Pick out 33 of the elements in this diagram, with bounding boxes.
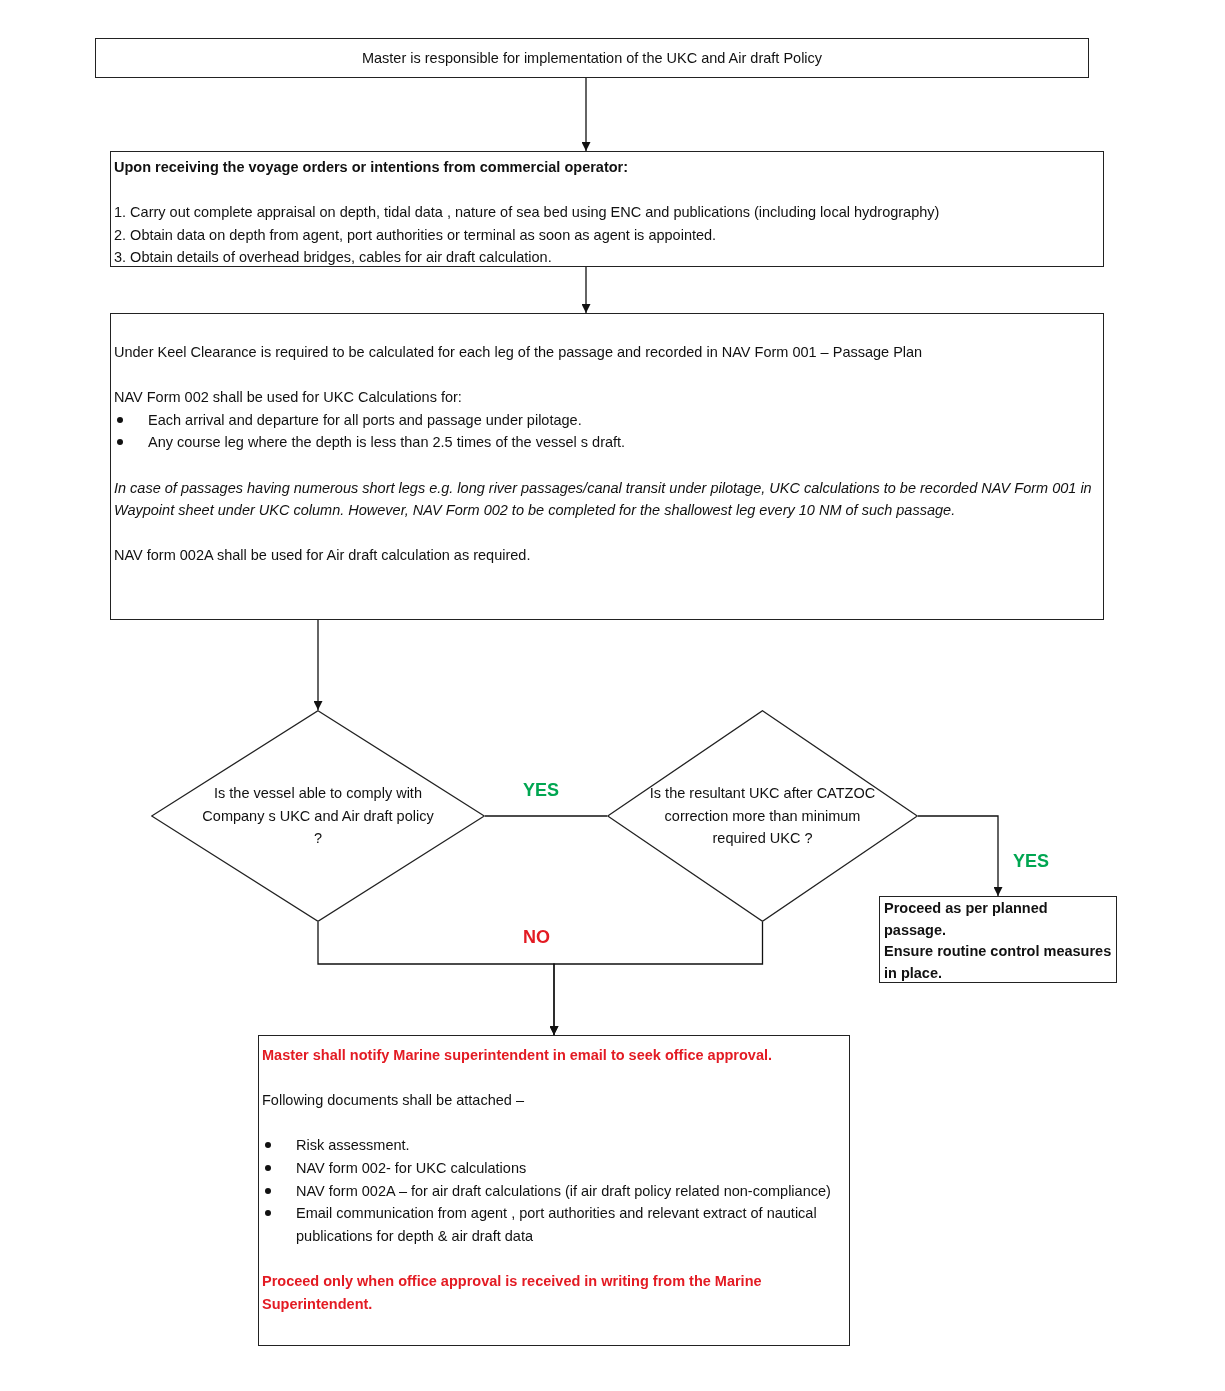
box-text: NAV form 002A shall be used for Air draft calculation as required. [114, 546, 532, 566]
box-text: 3. Obtain details of overhead bridges, cables for air draft calculation. [114, 248, 553, 268]
box-text: 1. Carry out complete appraisal on depth, tidal data , nature of sea bed using ENC and publications (including local hydrography) [114, 203, 941, 223]
box-text: Following documents shall be attached – [262, 1091, 525, 1111]
box-text: Proceed only when office approval is received in writing from the Marine Superintendent. [262, 1271, 763, 1314]
box-heading: Proceed as per planned passage. [884, 899, 1049, 940]
process-box [95, 38, 1089, 78]
connector-arrow [549, 921, 764, 1036]
box-text: NAV Form 002 shall be used for UKC Calculations for: [114, 388, 463, 408]
box-text: 2. Obtain data on depth from agent, port authorities or terminal as soon as agent is appointed. [114, 225, 718, 245]
process-box [110, 151, 1104, 267]
bullet-text: Any course leg where the depth is less than 2.5 times of the vessel s draft. [148, 434, 626, 451]
process-box [258, 1035, 850, 1346]
box-text: Under Keel Clearance is required to be calculated for each leg of the passage and recorded in NAV Form 001 – Passage Plan [114, 343, 924, 362]
bullet-text: NAV form 002A – for air draft calculations (if air draft policy related non-compliance) [296, 1182, 831, 1199]
connector-arrow [581, 77, 591, 152]
bullet-text: NAV form 002- for UKC calculations [296, 1159, 527, 1176]
bullet-text: Risk assessment. [296, 1137, 410, 1154]
box-heading: Upon receiving the voyage orders or intentions from commercial operator: [114, 158, 630, 177]
box-text: Master is responsible for implementation of the UKC and Air draft Policy [360, 49, 824, 68]
box-text: Ensure routine control measures in place. [884, 942, 1112, 983]
box-text: In case of passages having numerous short legs e.g. long river passages/canal transit under pilotage, UKC calculations to be recorded NAV Form 001 in Waypoint sheet under UKC column. However, NAV Form 002 to be completed for the shallowest leg every 10 NM of such passage. [114, 478, 1093, 521]
bullet-text: Email communication from agent , port authorities and relevant extract of nautical publications for depth & air draft data [296, 1205, 817, 1244]
box-text: Is the resultant UKC after CATZOC correction more than minimum required UKC ? [648, 784, 877, 849]
connector-arrow [581, 266, 591, 314]
connector-arrow [917, 815, 1003, 897]
box-heading: Master shall notify Marine superintendent in email to seek office approval. [262, 1046, 774, 1065]
process-box [110, 313, 1104, 620]
decision-diamond [151, 710, 485, 922]
process-box [879, 896, 1117, 983]
connector-arrow [313, 619, 323, 711]
box-text: Is the vessel able to comply with Company s UKC and Air draft policy ? [201, 784, 435, 849]
bullet-text: Each arrival and departure for all ports and passage under pilotage. [148, 411, 582, 428]
